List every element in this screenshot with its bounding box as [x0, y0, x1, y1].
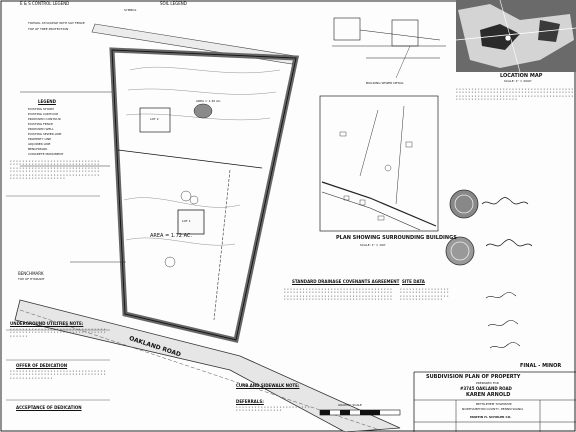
location-map-title: LOCATION MAP [500, 73, 543, 79]
legend-item: EXISTING STORM [28, 107, 54, 111]
legend-item: PROPOSED CONTOUR [28, 117, 61, 121]
graphic-scale-label: GRAPHIC SCALE [338, 403, 362, 407]
legend-item: EXISTING FENCE [28, 122, 53, 126]
drainage-title: STANDARD DRAINAGE COVENANTS AGREEMENT [292, 279, 400, 284]
legend-item: ADJOINER LINE [28, 142, 51, 146]
dedication-title: OFFER OF DEDICATION [16, 363, 68, 368]
legend-item: PROPOSED WELL [28, 127, 54, 131]
legend-item: EXISTING SEWER LINE [28, 132, 62, 136]
lot-label: LOT 2 [150, 117, 159, 121]
owner-name: KAREN ARNOLD [466, 392, 511, 398]
legend-item: CONCRETE MONUMENT [28, 152, 64, 156]
surrounding-scale: SCALE: 1" = 100' [360, 243, 386, 247]
symbol-column-header: SYMBOL [124, 8, 137, 12]
prepared-for-label: PREPARED FOR [476, 381, 499, 385]
control-legend-title: E & S CONTROL LEGEND [20, 1, 70, 6]
utilities-note-body: x x x x x x x x x x x x x x x x x x x x … [10, 328, 106, 338]
location-map-scale: SCALE: 1" = 2000' [504, 79, 532, 83]
legend-item: PROPERTY LINE [28, 137, 52, 141]
general-notes-body: x x x x x x x x x x x x x x x x x x x x … [10, 160, 100, 181]
surrounding-title: PLAN SHOWING SURROUNDING BUILDINGS [336, 235, 457, 241]
site-data-body: x x x x x x x x x x x x x x x x x x x x … [400, 288, 449, 302]
utilities-note-title: UNDERGROUND UTILITIES NOTE: [10, 321, 84, 326]
dedication-body: x x x x x x x x x x x x x x x x x x x x … [10, 370, 106, 380]
county: NORTHAMPTON COUNTY, PENNSYLVANIA [462, 407, 524, 411]
legend-item: EXISTING CONTOUR [28, 112, 59, 116]
lot-label: LOT 1 [182, 219, 191, 223]
soil-legend-title: SOIL LEGEND [160, 1, 187, 6]
certification-notes: x x x x x x x x x x x x x x x x x x x x … [456, 88, 574, 102]
deferrals-body: x x x x x x x x x x x x x x x x x x x x … [236, 406, 310, 413]
curb-note-title: CURB AND SIDEWALK NOTE: [236, 383, 300, 388]
township: BETHLEHEM TOWNSHIP [476, 402, 512, 406]
benchmark-note: TOP OF HYDRANT [18, 277, 45, 281]
legend-item: BENCHMARK [28, 147, 48, 151]
acceptance-title: ACCEPTANCE OF DEDICATION [16, 405, 82, 410]
property-address: #3745 OAKLAND ROAD [460, 386, 512, 391]
plan-status: FINAL - MINOR [520, 363, 562, 369]
benchmark-label: BENCHMARK [18, 271, 44, 276]
legend-title: LEGEND [38, 99, 56, 104]
plan-title: SUBDIVISION PLAN OF PROPERTY [426, 374, 521, 380]
lot-2-area: AREA = 1.30 AC. [196, 99, 222, 103]
sewer-detail-title: BUILDING SEWER DETAIL [366, 81, 404, 85]
drainage-body: x x x x x x x x x x x x x x x x x x x x … [284, 288, 392, 302]
topsoil-note: TOPSOIL STOCKPILE WITH SILT FENCE [28, 21, 85, 25]
lot-1-area: AREA = 1.72 AC. [150, 233, 192, 239]
engineer-name: MARTIN H. SCHULER CO. [470, 415, 512, 419]
tree-protection-note: TOP OF TREE PROTECTION [28, 27, 69, 31]
deferrals-title: DEFERRALS: [236, 399, 264, 404]
site-data-title: SITE DATA [402, 279, 425, 284]
